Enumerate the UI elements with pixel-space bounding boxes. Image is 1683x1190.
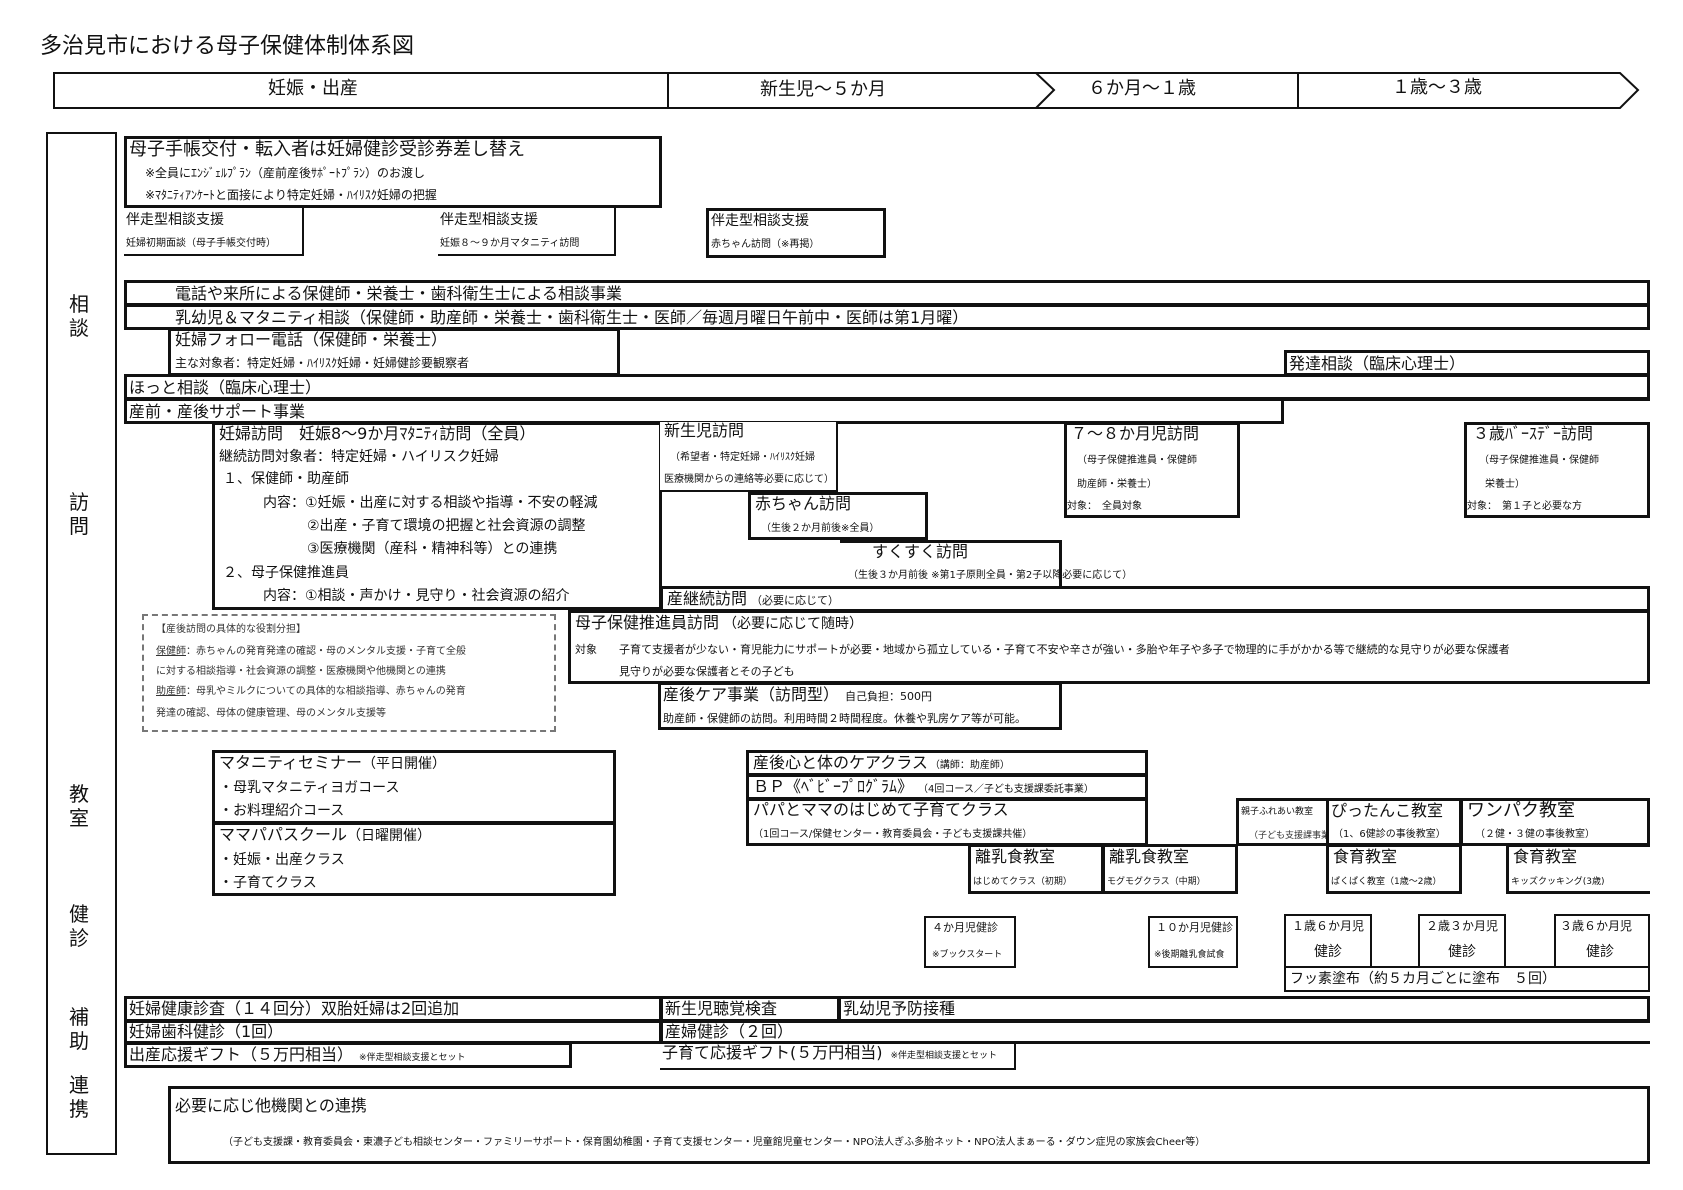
suishin-visit-title: 母子保健推進員訪問 — [575, 613, 720, 632]
sango-care-box: 産後ケア事業（訪問型）自己負担：500円 助産師・保健師の訪問。利用時間２時間程… — [658, 682, 1062, 730]
rinyu-class-box-1: 離乳食教室 はじめてクラス（初期） — [968, 844, 1104, 894]
bansou-box-1: 伴走型相談支援 妊婦初期面談（母子手帳交付時） — [124, 208, 304, 256]
kosodate-gift-box: 子育て応援ギフト(５万円相当) ※伴走型相談支援とセット — [660, 1044, 1016, 1070]
role-line-1: ：赤ちゃんの発育発達の確認・母のメンタル支援・子育て全般 — [186, 646, 466, 657]
kosodate-gift-title: 子育て応援ギフト(５万円相当) — [662, 1044, 883, 1062]
renkei-box: 必要に応じ他機関との連携 （子ども支援課・教育委員会・東濃子ども相談センター・フ… — [168, 1086, 1650, 1164]
sanzen-support-bar: 産前・産後サポート事業 — [124, 398, 1284, 424]
sango-care-note: 自己負担：500円 — [845, 690, 933, 703]
hattatsu-box: 発達相談（臨床心理士） — [1284, 350, 1650, 376]
category-visit: 訪問 — [69, 490, 89, 538]
suishin-visit-box: 母子保健推進員訪問（必要に応じて随時） 対象 子育て支援者が少ない・育児能力にサ… — [568, 610, 1650, 684]
checkup-10m-box: １０か月児健診 ※後期離乳食試食 — [1148, 916, 1238, 968]
sukusuku-visit-box: すくすく訪問 — [840, 540, 1062, 586]
timeline-pregnancy: 妊娠・出産 — [268, 78, 358, 99]
page-title: 多治見市における母子保健体制体系図 — [40, 34, 415, 59]
sankei-visit-note: （必要に応じて） — [751, 594, 840, 607]
category-class: 教室 — [69, 782, 89, 830]
infant-consult-bar: 乳幼児＆マタニティ相談（保健師・助産師・栄養士・歯科衛生士・医師／毎週月曜日午前… — [124, 304, 1650, 330]
shussan-gift-box: 出産応援ギフト（５万円相当） ※伴走型相談支援とセット — [124, 1042, 572, 1068]
shokuiku-class-box-1: 食育教室 ぱくぱく教室（1歳～2歳） — [1326, 844, 1462, 894]
shussan-gift-note: ※伴走型相談支援とセット — [359, 1053, 466, 1063]
mamapapa-school-title: ママパパスクール — [219, 825, 348, 844]
sankei-visit-title: 産継続訪問 — [667, 589, 748, 608]
bansou-box-2: 伴走型相談支援 妊娠８～９か月マタニティ訪問 — [438, 208, 616, 256]
checkup-2y3m-box: ２歳３か月児 健診 — [1418, 914, 1506, 968]
sankei-visit-bar: 産継続訪問（必要に応じて） — [660, 586, 1650, 612]
ninpu-shika-bar: 妊婦歯科健診（1回） — [124, 1020, 662, 1044]
role-line-3: ：母乳やミルクについての具体的な相談指導、赤ちゃんの発育 — [186, 686, 466, 697]
maternity-seminar-title: マタニティセミナー — [219, 753, 363, 772]
shinsei-visit-note: 医療機関からの連絡等必要に応じて） — [664, 474, 834, 485]
timeline-1y-3y: １歳～３歳 — [1392, 77, 1482, 98]
kosodate-gift-note: ※伴走型相談支援とセット — [890, 1051, 998, 1061]
sanpu-kenshin-box: 産婦健診（２回） — [660, 1020, 1650, 1044]
role-hokenshi: 保健師 — [156, 646, 186, 657]
category-consult: 相談 — [69, 292, 89, 340]
checkup-4m-box: ４か月児健診 ※ブックスタート — [924, 916, 1016, 968]
sanzen-support-line — [1282, 398, 1650, 401]
category-subsidy: 補助 — [69, 1005, 89, 1053]
category-checkup: 健診 — [69, 902, 89, 950]
papa-mama-class-box: パパとママのはじめて子育てクラス （1回コース/保健センター・教育委員会・子ども… — [746, 798, 1148, 846]
phone-consult-bar: 電話や来所による保健師・栄養士・歯科衛生士による相談事業 — [124, 280, 1650, 306]
maternity-seminar-box: マタニティセミナー（平日開催） ・母乳マタニティヨガコース ・お料理紹介コース — [212, 750, 616, 824]
mamapapa-school-box: ママパパスクール（日曜開催） ・妊娠・出産クラス ・子育てクラス — [212, 822, 616, 896]
timeline-6m-1y: ６か月～１歳 — [1088, 78, 1196, 99]
bp-class-note: （4回コース／子ども支援課委託事業） — [923, 784, 1094, 795]
yobou-bar: 乳幼児予防接種 — [838, 996, 1650, 1022]
sukusuku-visit-note: （生後３か月前後 ※第1子原則全員・第2子以降必要に応じて） — [848, 570, 1133, 581]
timeline-newborn: 新生児～５か月 — [760, 79, 886, 100]
category-column — [46, 132, 117, 1155]
sango-class-title: 産後心と体のケアクラス — [753, 753, 928, 772]
shinsei-visit-box: 新生児訪問 （希望者・特定妊婦・ﾊｲﾘｽｸ妊婦 — [660, 422, 838, 492]
rinyu-class-box-2: 離乳食教室 モグモグクラス（中期） — [1102, 844, 1238, 894]
visit-78-box: ７～８か月児訪問 （母子保健推進員・保健師 助産師・栄養士） 対象： 全員対象 — [1064, 422, 1240, 518]
ninpu-visit-box: 妊婦訪問 妊娠8～9か月ﾏﾀﾆﾃｨ訪問（全員） 継続訪問対象者：特定妊婦・ハイリ… — [212, 422, 662, 610]
checkup-3y6m-box: ３歳６か月児 健診 — [1554, 914, 1650, 968]
checkup-1y6m-box: １歳６か月児 健診 — [1284, 914, 1372, 968]
choukaku-box: 新生児聴覚検査 — [660, 996, 840, 1022]
category-cooperation: 連携 — [69, 1073, 89, 1121]
fureai-class-box: 親子ふれあい教室 （子ども支援課事業） — [1236, 798, 1326, 846]
mamapapa-school-note: （日曜開催） — [347, 828, 432, 844]
techo-box: 母子手帳交付・転入者は妊婦健診受診券差し替え ※全員にｴﾝｼﾞｪﾙﾌﾟﾗﾝ（産前… — [124, 136, 662, 208]
maternity-seminar-note: （平日開催） — [362, 756, 447, 772]
ninpu-kenshin-bar: 妊婦健康診査（１４回分）双胎妊婦は2回追加 — [124, 996, 662, 1022]
shussan-gift-title: 出産応援ギフト（５万円相当） — [129, 1045, 354, 1064]
follow-phone-box: 妊婦フォロー電話（保健師・栄養士） 主な対象者：特定妊婦・ﾊｲﾘｽｸ妊婦・妊婦健… — [168, 328, 620, 376]
sango-care-title: 産後ケア事業（訪問型） — [663, 685, 840, 704]
bansou-box-3: 伴走型相談支援 赤ちゃん訪問（※再掲） — [706, 208, 886, 258]
aka-visit-box: 赤ちゃん訪問 （生後２か月前後※全員） — [748, 492, 928, 540]
role-josanshi: 助産師 — [156, 686, 186, 697]
wanpaku-class-box: ワンパク教室 （２健・３健の事後教室） — [1460, 798, 1650, 846]
shokuiku-class-box-2: 食育教室 キッズクッキング(3歳) — [1506, 844, 1650, 894]
suishin-visit-note: （必要に応じて随時） — [723, 616, 864, 632]
visit-3y-box: ３歳ﾊﾞｰｽﾃﾞｰ訪問 （母子保健推進員・保健師 栄養士） 対象： 第１子と必要… — [1464, 422, 1650, 518]
fusso-bar: フッ素塗布（約５カ月ごとに塗布 ５回） — [1284, 966, 1650, 992]
sango-class-box: 産後心と体のケアクラス（講師：助産師） — [746, 750, 1148, 776]
sango-class-note: （講師：助産師） — [929, 760, 1010, 771]
role-sharing-box: 【産後訪問の具体的な役割分担】 保健師：赤ちゃんの発育発達の確認・母のメンタル支… — [142, 614, 556, 732]
hotto-consult-bar: ほっと相談（臨床心理士） — [124, 374, 1650, 400]
bp-class-title: ＢＰ《ﾍﾞﾋﾞｰﾌﾟﾛｸﾞﾗﾑ》 — [753, 777, 914, 796]
bp-class-box: ＢＰ《ﾍﾞﾋﾞｰﾌﾟﾛｸﾞﾗﾑ》 （4回コース／子ども支援課委託事業） — [746, 774, 1148, 800]
pittanko-class-box: ぴったんこ教室 （1、6健診の事後教室） — [1326, 798, 1462, 846]
